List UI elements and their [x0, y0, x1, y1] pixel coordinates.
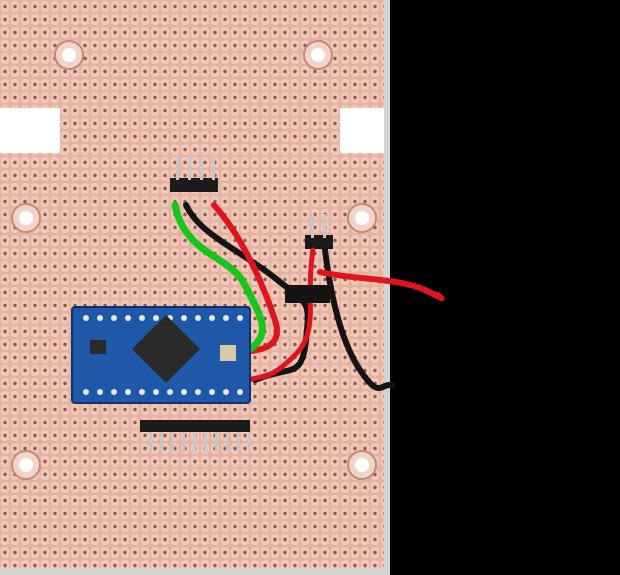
wire-connector-block	[285, 285, 330, 303]
arduino-regulator	[90, 340, 106, 354]
top-pin-header	[170, 156, 218, 192]
mounting-hole-top-left	[54, 40, 84, 70]
mounting-hole-mid-right	[347, 203, 377, 233]
arduino-top-pin-row	[83, 315, 243, 321]
arduino-reset-button	[220, 345, 236, 361]
mounting-hole-top-right	[303, 40, 333, 70]
wire-red-top	[211, 202, 280, 355]
arduino-microcontroller-chip	[132, 315, 200, 383]
right-pin-header	[305, 214, 333, 249]
wire-black-right	[322, 247, 395, 391]
mounting-hole-bottom-left	[11, 450, 41, 480]
wire-red-external	[317, 269, 445, 302]
arduino-bottom-pin-row	[83, 389, 243, 395]
bottom-pin-header	[140, 420, 251, 452]
mounting-hole-bottom-right	[347, 450, 377, 480]
wire-red-right	[245, 247, 316, 383]
mounting-hole-mid-left	[11, 203, 41, 233]
arduino-board	[71, 306, 251, 404]
